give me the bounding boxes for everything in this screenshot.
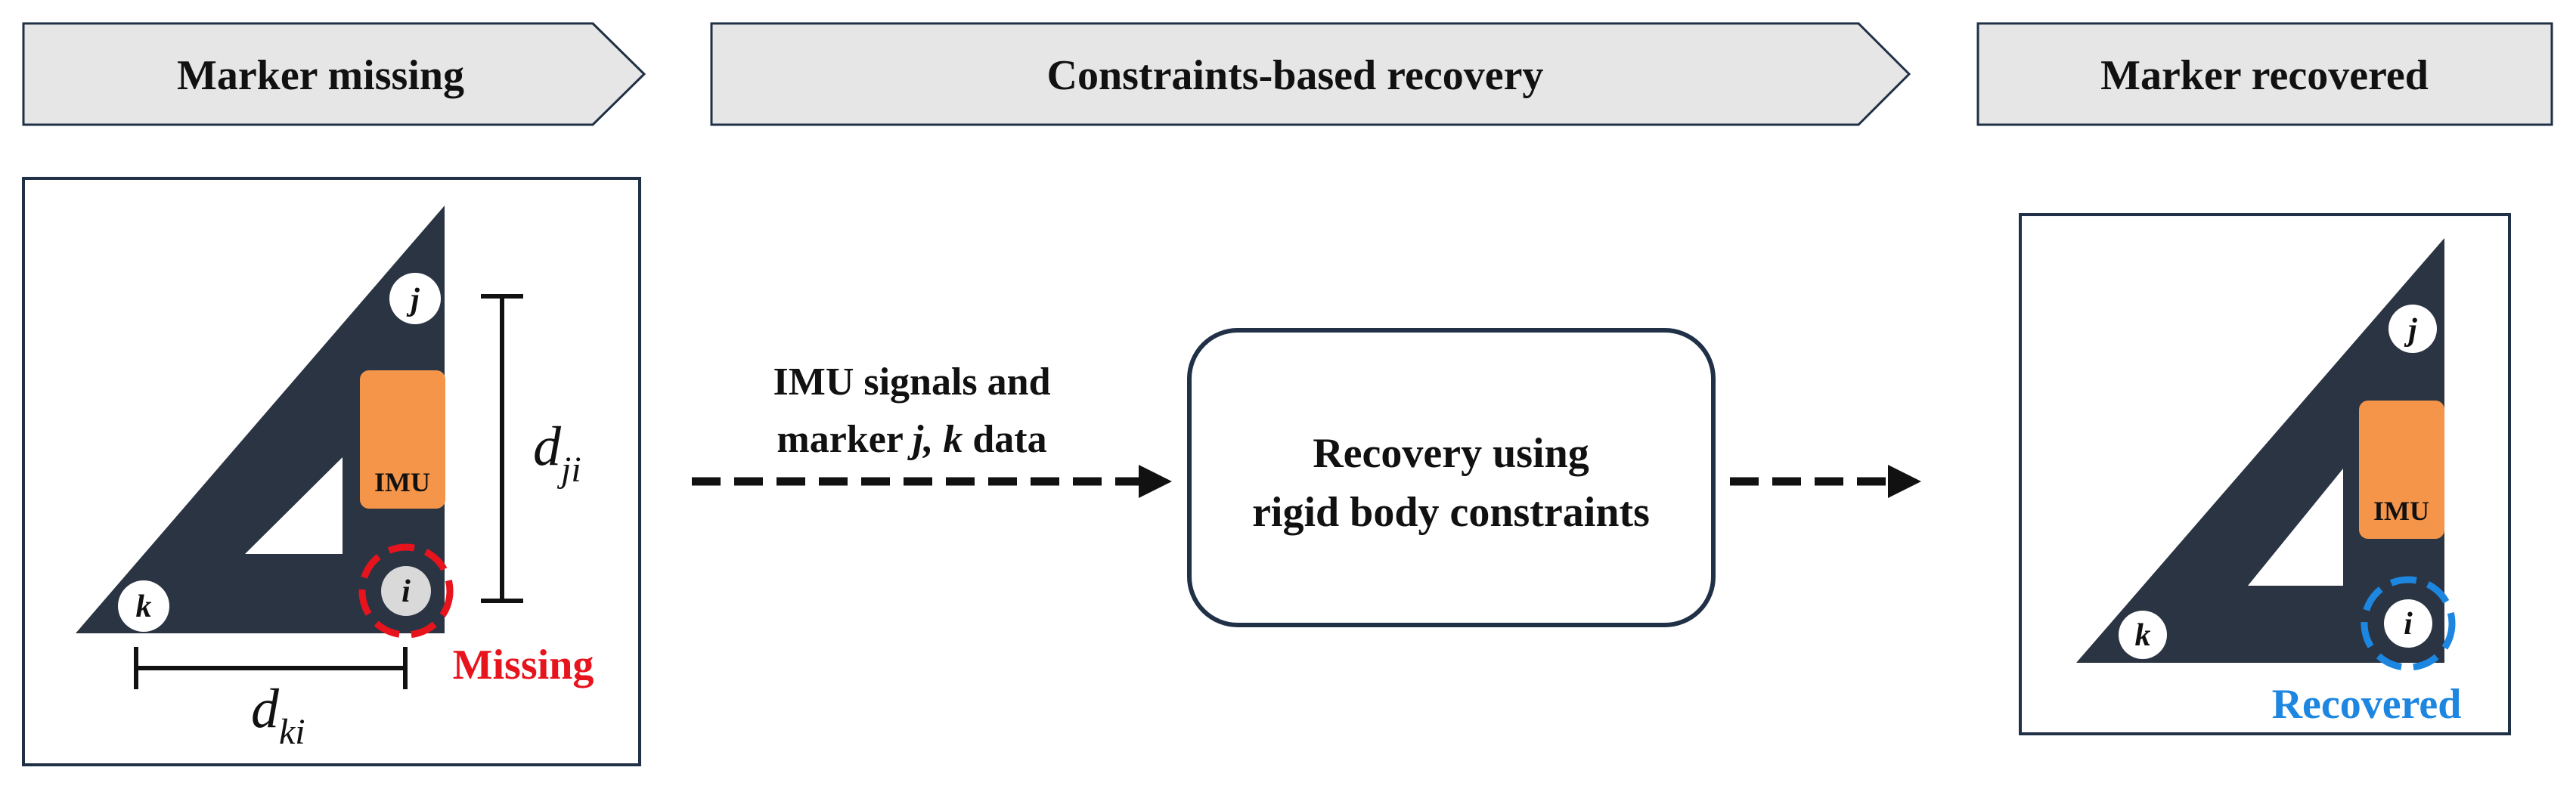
marker-i-recovered-label: i <box>2404 607 2413 642</box>
stage-header-missing: Marker missing <box>22 22 646 126</box>
stage-header-missing-shape <box>22 22 646 126</box>
marker-k-recovered <box>2119 611 2167 659</box>
imu-label-recovered: IMU <box>2373 496 2429 526</box>
rigid-body-triangle-recovered <box>2076 238 2444 663</box>
process-box-line1: Recovery using <box>1313 430 1589 477</box>
recovery-process: IMU signals and marker j, k data Recover… <box>692 328 1921 627</box>
missing-highlight-ring <box>358 543 454 639</box>
marker-i-recovered <box>2384 599 2432 648</box>
input-text-line2: marker j, k data <box>777 418 1046 461</box>
marker-k <box>118 580 169 632</box>
distance-ki-label: dki <box>251 678 305 752</box>
input-text-line1: IMU signals and <box>773 360 1051 404</box>
missing-label: Missing <box>453 642 594 688</box>
recovered-label: Recovered <box>2272 681 2462 728</box>
output-arrow-head <box>1888 465 1921 498</box>
stage-header-recovery: Constraints-based recovery <box>710 22 1911 126</box>
recovery-process-box <box>1187 328 1716 627</box>
marker-k-recovered-label: k <box>2135 618 2151 653</box>
process-box-line2: rigid body constraints <box>1252 489 1650 536</box>
marker-i-missing <box>381 566 431 616</box>
marker-j <box>389 273 441 324</box>
stage-title-missing: Marker missing <box>177 52 464 99</box>
marker-k-label: k <box>136 589 152 624</box>
left-panel: IMU j k i dji dki Missing <box>22 177 641 766</box>
input-arrow-head <box>1139 465 1172 498</box>
marker-i-label: i <box>401 574 411 609</box>
stage-header-recovery-shape <box>710 22 1911 126</box>
imu-label: IMU <box>374 467 430 497</box>
stage-title-recovered: Marker recovered <box>2100 52 2429 99</box>
right-panel: IMU j k i Recovered <box>2019 213 2511 735</box>
recovered-highlight-ring <box>2361 576 2456 671</box>
stage-title-recovery: Constraints-based recovery <box>1047 52 1544 99</box>
triangle-cutout <box>245 457 343 554</box>
stage-header-recovered: Marker recovered <box>1976 22 2553 126</box>
triangle-cutout-recovered <box>2248 469 2343 586</box>
distance-ji-label: dji <box>533 416 581 490</box>
rigid-body-triangle <box>76 206 445 633</box>
marker-j-recovered <box>2388 305 2437 353</box>
imu-block <box>360 370 445 509</box>
stage-header-recovered-shape <box>1976 22 2553 126</box>
imu-block-recovered <box>2359 401 2444 539</box>
